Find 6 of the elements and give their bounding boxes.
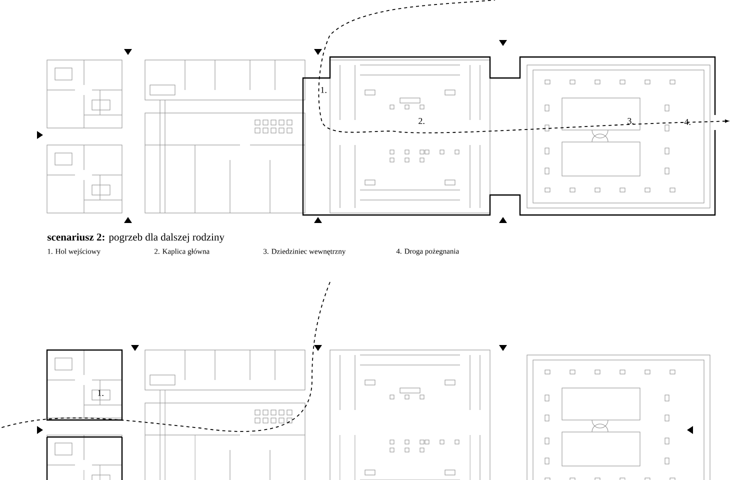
- room-number: 4.: [684, 118, 690, 126]
- room-number: 3.: [628, 118, 634, 124]
- room-number: 1.: [321, 86, 326, 94]
- room-number: 2.: [418, 118, 424, 124]
- caption-heading: scenariusz 2: pogrzeb dla dalszej rodziny: [48, 233, 224, 243]
- room-number: 1.: [98, 390, 104, 396]
